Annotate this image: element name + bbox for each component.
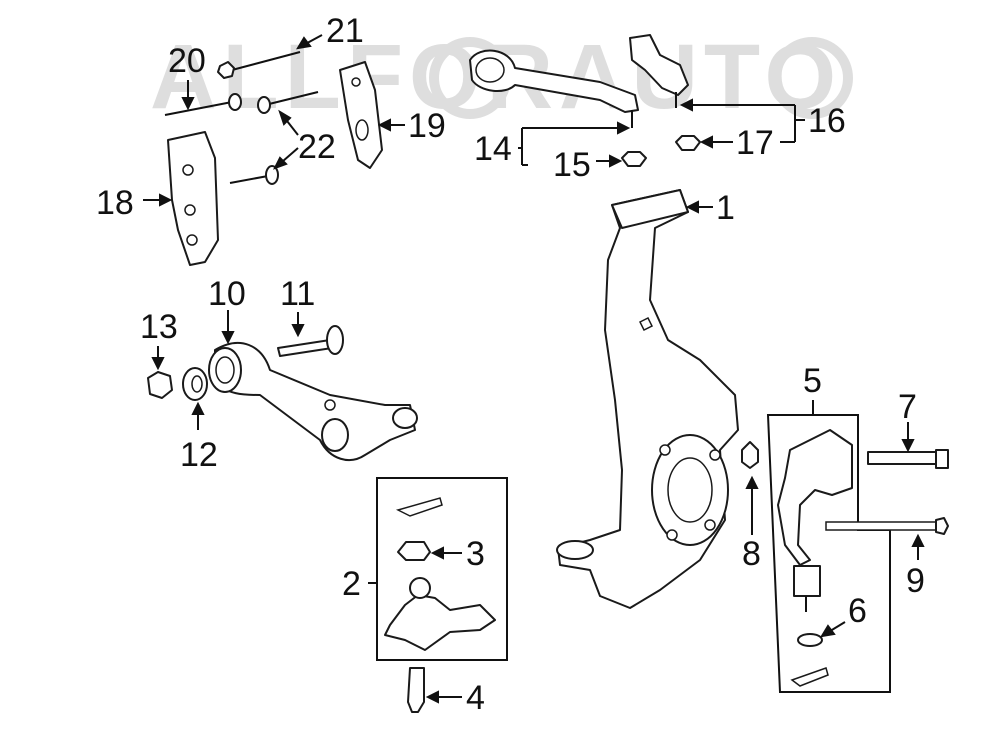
bolt-22-part xyxy=(229,91,319,185)
nut-8-part xyxy=(741,441,759,469)
bolt-21-part xyxy=(217,51,301,79)
nut-13-part xyxy=(147,371,173,399)
callout-21: 21 xyxy=(326,12,364,50)
cotter-pin-6-part xyxy=(790,667,829,687)
callout-2: 2 xyxy=(342,565,361,603)
callout-20: 20 xyxy=(168,42,206,80)
nut-6-part xyxy=(797,633,823,647)
upper-link-16-part xyxy=(629,34,689,108)
nut-17-part xyxy=(675,135,701,151)
bolt-11-part xyxy=(277,325,344,357)
callout-15: 15 xyxy=(553,146,591,184)
callout-11: 11 xyxy=(280,275,315,313)
cotter-pin-part xyxy=(395,497,443,517)
callout-3: 3 xyxy=(466,535,485,573)
callout-8: 8 xyxy=(742,535,761,573)
nut-15-part xyxy=(621,151,647,167)
callout-9: 9 xyxy=(906,562,925,600)
callout-5: 5 xyxy=(803,362,822,400)
callout-17: 17 xyxy=(736,124,774,162)
leader-lines xyxy=(143,34,925,704)
upper-link-14-part xyxy=(469,49,639,128)
callout-13: 13 xyxy=(140,308,178,346)
washer-12-part xyxy=(182,367,208,401)
ball-joint-kit-box xyxy=(376,477,508,661)
steering-knuckle-part xyxy=(556,189,739,609)
callout-14: 14 xyxy=(474,130,512,168)
bracket-18-part xyxy=(167,131,219,266)
callout-22: 22 xyxy=(298,128,336,166)
bolt-7-part xyxy=(867,449,949,469)
ball-joint-body-part xyxy=(384,594,496,651)
callout-10: 10 xyxy=(208,275,246,313)
callout-12: 12 xyxy=(180,436,218,474)
callout-4: 4 xyxy=(466,679,485,717)
callout-7: 7 xyxy=(898,388,917,426)
callout-1: 1 xyxy=(716,189,735,227)
watermark-ring-icon xyxy=(771,37,853,119)
callout-16: 16 xyxy=(808,102,846,140)
bolt-4-part xyxy=(407,667,425,713)
callout-labels: 1 2 3 4 5 6 7 8 9 10 11 12 13 14 15 16 1… xyxy=(96,12,925,717)
lower-control-arm-part xyxy=(208,341,418,461)
castle-nut-3-part xyxy=(397,541,431,561)
bolt-20-part xyxy=(164,93,242,116)
callout-6: 6 xyxy=(848,592,867,630)
callout-18: 18 xyxy=(96,184,134,222)
callout-19: 19 xyxy=(408,107,446,145)
bracket-19-part xyxy=(339,61,383,169)
bolt-9-part xyxy=(825,517,949,535)
